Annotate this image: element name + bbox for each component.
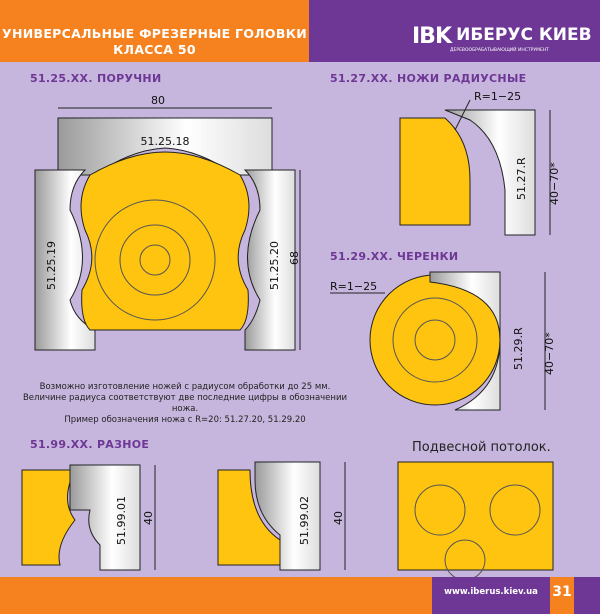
- knife-51-29-r: [429, 271, 501, 411]
- footer-purple-tab: [574, 577, 600, 614]
- section-title-handrails: 51.25.XX. ПОРУЧНИ: [30, 72, 162, 85]
- label-radius: R=1−25: [330, 280, 377, 293]
- section-title-misc: 51.99.XX. РАЗНОЕ: [30, 438, 150, 451]
- header-purple-band: [309, 0, 600, 62]
- dim-height: 40−70*: [548, 162, 561, 205]
- label-51-29-r: 51.29.R: [512, 327, 525, 370]
- label-51-25-18: 51.25.18: [141, 135, 190, 148]
- dim-width: 80: [151, 94, 165, 107]
- label-51-99-02: 51.99.02: [298, 496, 311, 545]
- section-title-shanks: 51.29.XX. ЧЕРЕНКИ: [330, 250, 459, 263]
- wood-radius: [399, 117, 471, 226]
- dim-height: 40: [142, 511, 155, 525]
- label-51-99-01: 51.99.01: [115, 496, 128, 545]
- page-number: 31: [552, 584, 572, 600]
- footer-url[interactable]: www.iberus.kiev.ua: [432, 577, 550, 614]
- knife-51-99-02: [254, 461, 321, 571]
- logo-mark: IBK: [412, 24, 452, 49]
- title-line-1: УНИВЕРСАЛЬНЫЕ ФРЕЗЕРНЫЕ ГОЛОВКИ: [2, 26, 307, 41]
- label-51-27-r: 51.27.R: [515, 157, 528, 200]
- radius-note: Возможно изготовление ножей с радиусом о…: [20, 382, 350, 426]
- note-line: Величине радиуса соответствуют две после…: [22, 393, 348, 414]
- section-title-ceiling: Подвесной потолок.: [412, 440, 551, 455]
- note-line: Возможно изготовление ножей с радиусом о…: [39, 382, 331, 392]
- dim-height: 68: [288, 251, 301, 265]
- header-orange-band: [0, 0, 309, 62]
- label-51-25-20: 51.25.20: [268, 241, 281, 290]
- label-51-25-19: 51.25.19: [45, 241, 58, 290]
- label-radius: R=1−25: [474, 90, 521, 103]
- wood-handrail: [80, 151, 250, 331]
- knife-51-27-r: [444, 109, 536, 236]
- wood-misc-1: [21, 469, 76, 566]
- note-line: Пример обозначения ножа с R=20: 51.27.20…: [64, 415, 306, 425]
- dim-height: 40: [332, 511, 345, 525]
- wood-ceiling: [397, 461, 554, 571]
- logo-tagline: ДЕРЕВООБРАБАТЫВАЮЩИЙ ИНСТРУМЕНТ: [450, 48, 549, 53]
- logo: IBK ИБЕРУС КИЕВ ДЕРЕВООБРАБАТЫВАЮЩИЙ ИНС…: [412, 24, 592, 53]
- title-line-2: КЛАССА 50: [113, 42, 196, 57]
- logo-name: ИБЕРУС КИЕВ: [456, 25, 592, 45]
- knife-51-25-20: [243, 169, 296, 351]
- knife-51-99-01: [69, 464, 141, 571]
- section-title-radius-knives: 51.27.XX. НОЖИ РАДИУСНЫЕ: [330, 72, 527, 85]
- dim-height: 40−70*: [543, 332, 556, 375]
